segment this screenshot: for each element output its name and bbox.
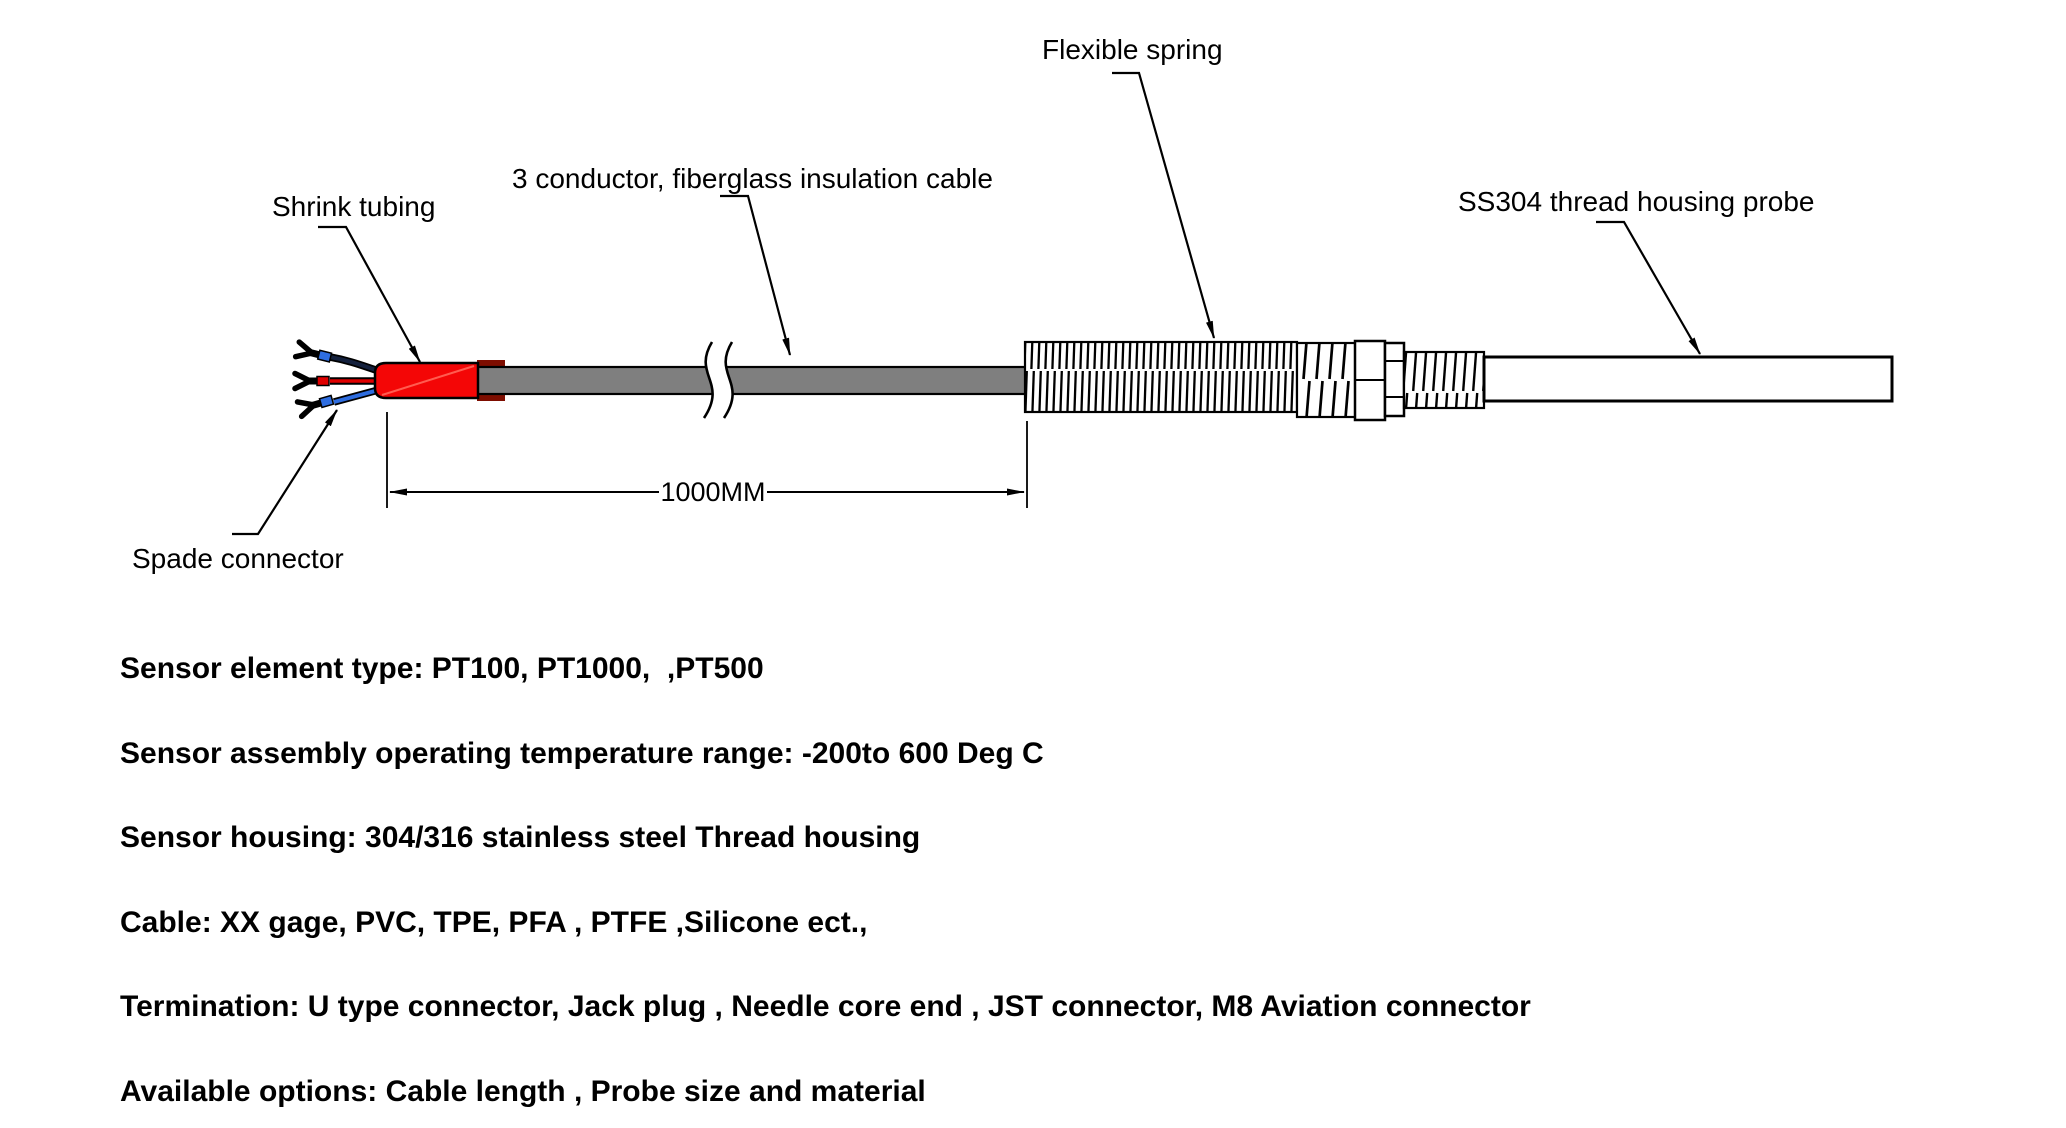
spade-connector-top (296, 342, 333, 365)
stud-thread (1402, 350, 1486, 410)
dimension-text-bg (659, 478, 767, 505)
label-flexible-spring: Flexible spring (1042, 34, 1223, 65)
spec-cable: Cable: XX gage, PVC, TPE, PFA , PTFE ,Si… (120, 906, 868, 939)
spade-connector-bottom (298, 393, 335, 417)
spec-sensor-element-type: Sensor element type: PT100, PT1000, ,PT5… (120, 652, 764, 685)
tubing-lip-top (477, 360, 505, 369)
spade-connector-middle (295, 374, 330, 389)
spec-termination: Termination: U type connector, Jack plug… (120, 990, 1531, 1023)
label-probe: SS304 thread housing probe (1458, 186, 1815, 217)
tubing-lip-bottom (477, 392, 505, 401)
cable-break (702, 341, 734, 419)
flexible-spring (1023, 340, 1299, 414)
leader-flexible-spring (1112, 71, 1216, 339)
wire-bottom (333, 385, 383, 406)
nut-collar-lines (1385, 360, 1404, 398)
spec-sensor-housing: Sensor housing: 304/316 stainless steel … (120, 821, 921, 854)
leader-probe (1596, 220, 1701, 355)
label-spade-connector: Spade connector (132, 543, 344, 574)
dimension-label: 1000MM (660, 477, 765, 507)
sensor-diagram: 1000MM Flexible spring 3 conductor, fibe… (132, 34, 1894, 574)
tubing-highlight (381, 365, 475, 396)
leader-spade-connector (232, 409, 338, 536)
spec-operating-temperature: Sensor assembly operating temperature ra… (120, 737, 1044, 770)
leader-shrink-tubing (318, 225, 421, 363)
probe-housing (1482, 355, 1894, 403)
label-cable: 3 conductor, fiberglass insulation cable (512, 163, 993, 194)
label-shrink-tubing: Shrink tubing (272, 191, 435, 222)
spec-available-options: Available options: Cable length , Probe … (120, 1075, 926, 1108)
leader-cable (720, 194, 792, 356)
